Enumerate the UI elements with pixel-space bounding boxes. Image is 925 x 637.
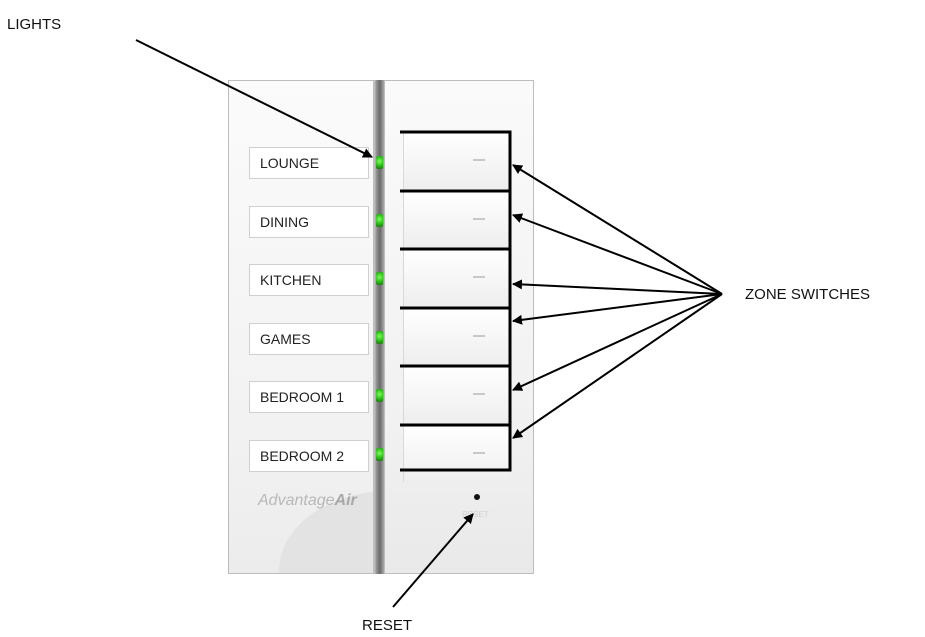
zone-label-games: GAMES xyxy=(249,323,369,355)
zone-switch-lounge[interactable] xyxy=(403,132,511,189)
zone-label-kitchen: KITCHEN xyxy=(249,264,369,296)
switch-bracket xyxy=(400,130,512,472)
callout-zone-switches-label: ZONE SWITCHES xyxy=(745,286,871,303)
switch-indicator xyxy=(473,335,485,337)
zone-label-bedroom-1: BEDROOM 1 xyxy=(249,381,369,413)
zone-switch-games[interactable] xyxy=(403,308,511,365)
lights-arrow xyxy=(135,39,373,158)
switch-indicator xyxy=(473,452,485,454)
switch-indicator xyxy=(473,276,485,278)
zone-light-bedroom-2 xyxy=(376,448,383,461)
zone-switch-bedroom-1[interactable] xyxy=(403,366,511,423)
switch-separators xyxy=(400,189,510,427)
zone-light-lounge xyxy=(376,156,383,169)
callout-lights-label: LIGHTS xyxy=(7,16,62,33)
zone-light-dining xyxy=(376,214,383,227)
switch-indicator xyxy=(473,159,485,161)
zone-label-lounge: LOUNGE xyxy=(249,147,369,179)
switch-indicator xyxy=(473,393,485,395)
reset-arrow xyxy=(392,513,474,608)
zone-light-bedroom-1 xyxy=(376,389,383,402)
zone-label-bedroom-2: BEDROOM 2 xyxy=(249,440,369,472)
callout-reset-label: RESET xyxy=(362,617,413,634)
zone-switch-bedroom-2[interactable] xyxy=(403,425,511,482)
center-divider xyxy=(374,80,384,574)
advantage-air-logo: AdvantageAir xyxy=(258,492,357,509)
zone-light-games xyxy=(376,331,383,344)
reset-button[interactable] xyxy=(474,494,480,500)
reset-button-text: RESET xyxy=(462,510,489,519)
zone-label-dining: DINING xyxy=(249,206,369,238)
zone-switch-dining[interactable] xyxy=(403,191,511,248)
zone-switch-arrows xyxy=(512,164,723,439)
zone-switch-kitchen[interactable] xyxy=(403,249,511,306)
label-plate: LOUNGE DINING KITCHEN GAMES BEDROOM 1 BE… xyxy=(228,80,374,574)
zone-light-kitchen xyxy=(376,272,383,285)
switch-indicator xyxy=(473,218,485,220)
